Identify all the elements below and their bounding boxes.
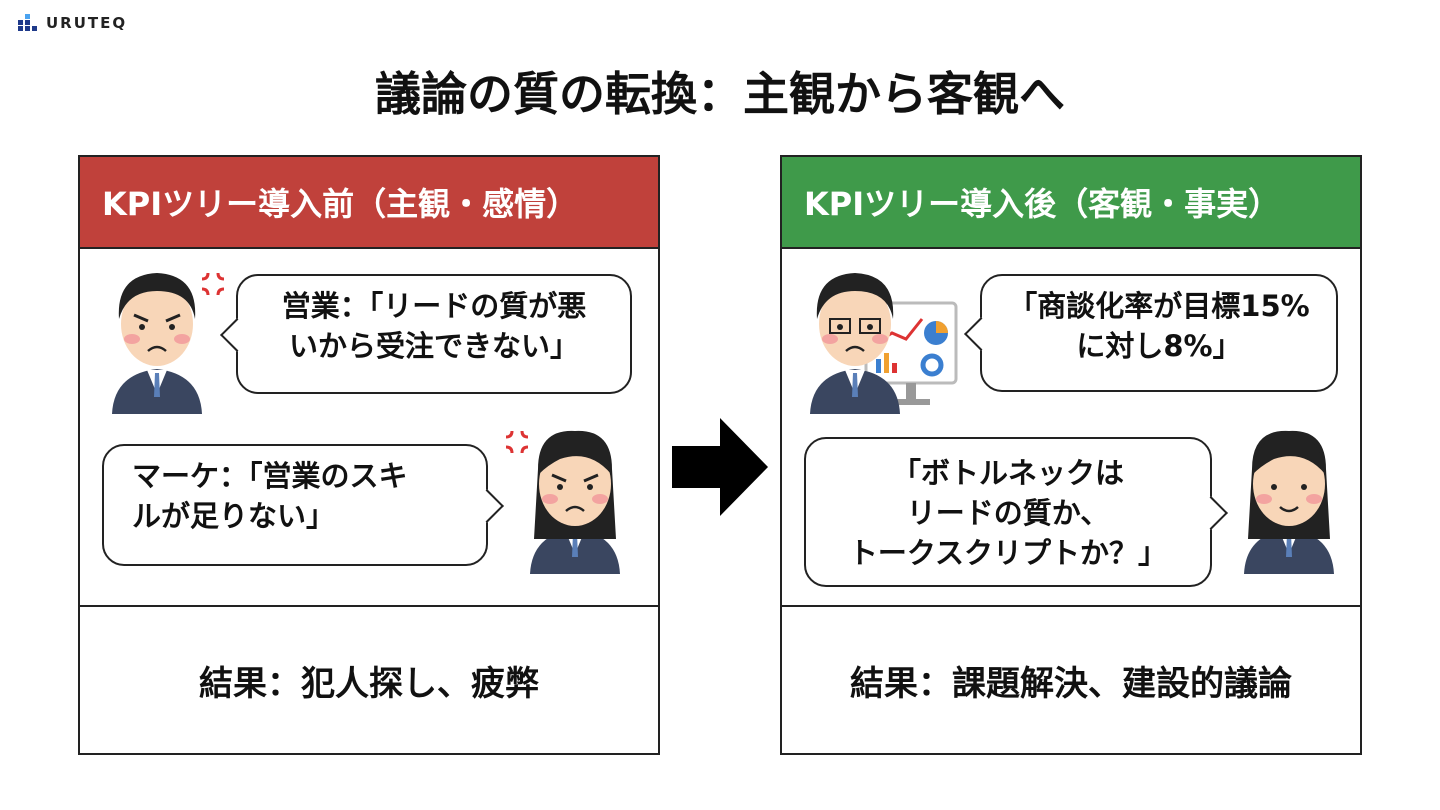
- after-dialogue: 「商談化率が目標15% に対し8%」 「ボトルネックは リードの質か、 トークス…: [782, 249, 1360, 607]
- bubble-line: に対し8%」: [1076, 329, 1242, 363]
- marketer-speech-bubble: 「ボトルネックは リードの質か、 トークスクリプトか？」: [804, 437, 1212, 587]
- bubble-line: トークスクリプトか？」: [848, 536, 1168, 570]
- bubble-line: マーケ：「営業のスキ: [132, 459, 408, 493]
- before-dialogue: 営業：「リードの質が悪 いから受注できない」 マーケ：「営業のスキ ルが足りない…: [80, 249, 658, 607]
- right-arrow-icon: [672, 418, 768, 516]
- brand-name: URUTEQ: [46, 14, 128, 32]
- after-result: 結果：課題解決、建設的議論: [850, 663, 1292, 704]
- brand-logo: URUTEQ: [18, 14, 127, 32]
- bubble-line: ルが足りない」: [132, 499, 336, 533]
- before-result: 結果：犯人探し、疲弊: [199, 663, 539, 704]
- angry-salesman-illustration: [112, 273, 202, 414]
- marketer-speech-bubble: マーケ：「営業のスキ ルが足りない」: [102, 444, 488, 566]
- smiling-woman-illustration: [1244, 430, 1334, 574]
- presenting-man-illustration: [810, 273, 900, 414]
- bubble-line: 営業：「リードの質が悪: [281, 289, 587, 323]
- slide-title: 議論の質の転換：主観から客観へ: [375, 67, 1065, 121]
- anger-mark-icon: [201, 272, 225, 296]
- bubble-line: 「商談化率が目標15%: [1008, 289, 1310, 323]
- before-panel: KPIツリー導入前（主観・感情） 営業：「リードの質が悪 いから受注できない」 …: [78, 155, 660, 755]
- bubble-line: いから受注できない」: [288, 329, 579, 363]
- bubble-line: 「ボトルネックは: [891, 456, 1124, 490]
- angry-marketer-illustration: [530, 430, 620, 574]
- salesman-speech-bubble: 営業：「リードの質が悪 いから受注できない」: [236, 274, 632, 394]
- anger-mark-icon: [505, 430, 529, 454]
- after-panel: KPIツリー導入後（客観・事実） 「商談化率が目標15% に対し8%」 「ボトル…: [780, 155, 1362, 755]
- bubble-line: リードの質か、: [906, 496, 1110, 530]
- logo-blocks-icon: [18, 14, 37, 31]
- after-heading: KPIツリー導入後（客観・事実）: [782, 157, 1360, 249]
- analyst-speech-bubble: 「商談化率が目標15% に対し8%」: [980, 274, 1338, 392]
- before-heading: KPIツリー導入前（主観・感情）: [80, 157, 658, 249]
